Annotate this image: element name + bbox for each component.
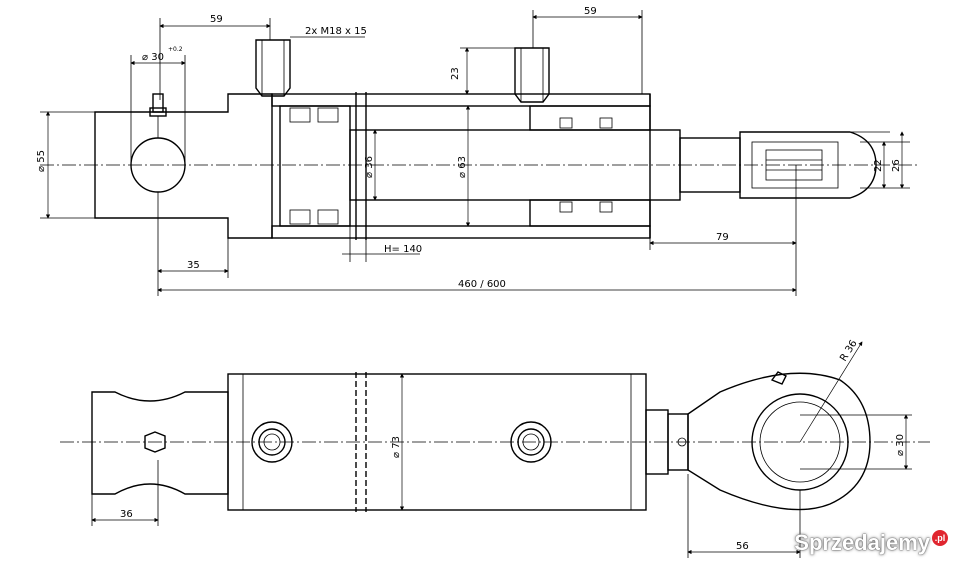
front-gland-top — [529, 105, 651, 131]
break-lines — [355, 92, 367, 240]
svg-text:⌀ 55: ⌀ 55 — [36, 150, 47, 172]
svg-text:⌀ 36: ⌀ 36 — [364, 156, 375, 178]
dim-port-height: 23 — [450, 67, 461, 80]
dim-rod-extension: 79 — [716, 232, 729, 243]
dim-clevis-height: 55 — [36, 150, 47, 163]
svg-text:⌀ 63: ⌀ 63 — [457, 156, 468, 178]
dim-eye-bore: 30 — [895, 434, 906, 447]
hex-nipple — [144, 431, 166, 453]
watermark-text: Sprzedajemy — [794, 530, 930, 555]
eye-bore-inner — [759, 401, 841, 483]
break-lines-plan — [355, 372, 367, 512]
dim-eye-inner: 22 — [873, 159, 884, 172]
dim-eye-outer: 26 — [891, 159, 902, 172]
dim-pin-tol: +0.2 — [168, 46, 183, 53]
grease-nipple-top — [152, 93, 164, 113]
dim-pin-bore: 30 — [151, 52, 164, 63]
dim-right: 56 — [736, 541, 749, 552]
barrel-top-wall — [271, 93, 651, 107]
dim-ports: 2x M18 x 15 — [305, 26, 367, 37]
rear-clevis — [94, 93, 273, 239]
barrel-bottom-wall — [271, 225, 651, 239]
dim-left: 36 — [120, 509, 133, 520]
dim-tube: 73 — [391, 436, 402, 449]
piston — [279, 105, 351, 227]
watermark: Sprzedajemy.pl — [794, 530, 948, 556]
dim-pin-offset: 35 — [187, 260, 200, 271]
front-port — [510, 421, 552, 463]
svg-text:⌀ 30: ⌀ 30 — [895, 434, 906, 456]
svg-text:⌀ 30: ⌀ 30 — [142, 52, 164, 63]
rod-eye — [739, 131, 877, 199]
front-gland-bottom — [529, 199, 651, 227]
top-section-view: 59 2x M18 x 15 59 23 ⌀ 30 +0.2 ⌀ 55 ⌀ 36… — [36, 6, 920, 296]
bottom-view: R 36 ⌀ 73 ⌀ 30 36 56 — [60, 338, 930, 558]
rod-eye-plan — [687, 372, 871, 511]
dim-total-length: 460 / 600 — [458, 279, 506, 290]
dim-top-left: 59 — [210, 14, 223, 25]
svg-text:⌀ 73: ⌀ 73 — [391, 436, 402, 458]
eye-grease-nipple — [770, 371, 787, 385]
rear-clevis-plan — [91, 391, 229, 495]
rear-port — [251, 421, 293, 463]
rear-port-boss — [255, 39, 291, 97]
dim-rod: 36 — [364, 156, 375, 169]
dim-stroke: H= 140 — [384, 244, 422, 255]
dim-top-right: 59 — [584, 6, 597, 17]
dim-bore: 63 — [457, 156, 468, 169]
watermark-badge: .pl — [932, 530, 948, 546]
